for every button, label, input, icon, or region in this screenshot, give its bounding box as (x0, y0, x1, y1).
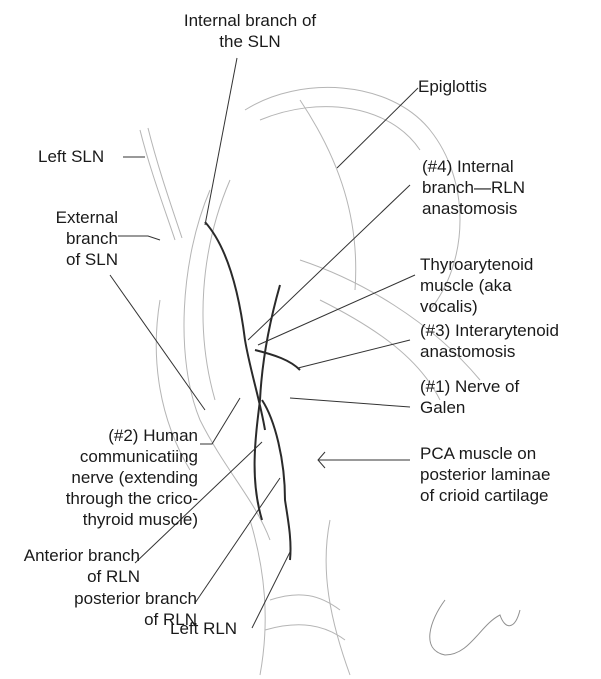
label-thyroarytenoid: Thyroarytenoid muscle (aka vocalis) (420, 254, 533, 317)
label-epiglottis: Epiglottis (418, 76, 487, 97)
label-pca-muscle: PCA muscle on posterior laminae of crioi… (420, 443, 550, 506)
leader-external-branch-sln-lower (110, 275, 205, 410)
leader-posterior-branch-rln (195, 478, 280, 603)
leader-interarytenoid (298, 340, 410, 368)
label-interarytenoid: (#3) Interarytenoid anastomosis (420, 320, 559, 362)
leader-external-branch-sln-upper (118, 236, 160, 240)
leader-nerve-of-galen (290, 398, 410, 407)
leader-internal-branch-rln (248, 185, 410, 340)
label-posterior-branch-rln: posterior branch of RLN (10, 588, 197, 630)
label-external-branch-sln: External branch of SLN (10, 207, 118, 270)
leader-internal-branch-sln (205, 58, 237, 225)
label-left-sln: Left SLN (38, 146, 104, 167)
label-internal-branch-sln: Internal branch of the SLN (155, 10, 345, 52)
leader-human-communicating (200, 398, 240, 444)
label-internal-branch-rln: (#4) Internal branch—RLN anastomosis (422, 156, 525, 219)
label-nerve-of-galen: (#1) Nerve of Galen (420, 376, 519, 418)
leader-left-rln (252, 552, 290, 628)
leader-thyroarytenoid (258, 275, 415, 345)
nerve-paths (205, 222, 300, 560)
label-left-rln: Left RLN (170, 618, 237, 639)
leader-epiglottis (337, 88, 418, 168)
label-human-communicating: (#2) Human communicatiing nerve (extendi… (20, 425, 198, 530)
label-anterior-branch-rln: Anterior branch of RLN (10, 545, 140, 587)
